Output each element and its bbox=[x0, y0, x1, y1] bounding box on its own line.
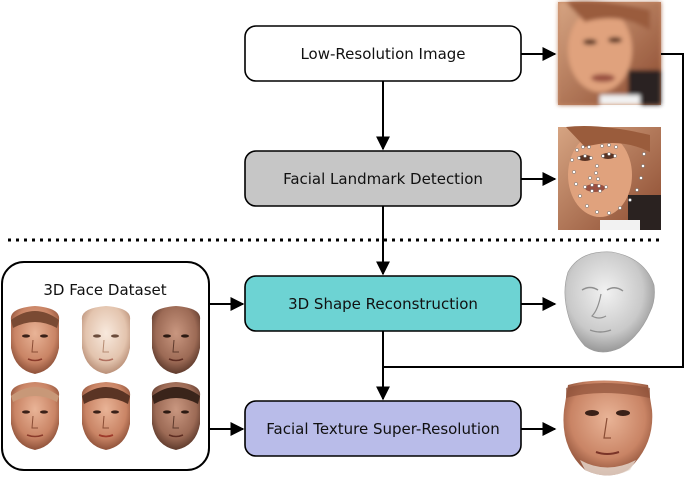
3d-face-mesh-icon bbox=[564, 251, 655, 353]
step-low-resolution-image: Low-Resolution Image bbox=[244, 25, 522, 82]
dataset-title: 3D Face Dataset bbox=[43, 281, 166, 299]
step-landmark-label: Facial Landmark Detection bbox=[283, 170, 483, 188]
step-facial-landmark-detection: Facial Landmark Detection bbox=[244, 150, 522, 207]
step-3d-shape-reconstruction: 3D Shape Reconstruction bbox=[244, 275, 522, 332]
step-facial-texture-super-resolution: Facial Texture Super-Resolution bbox=[244, 400, 522, 457]
dataset-face-scan-icon bbox=[151, 306, 201, 374]
step-shape-label: 3D Shape Reconstruction bbox=[288, 295, 478, 313]
step-low-resolution-label: Low-Resolution Image bbox=[300, 45, 465, 63]
step-texture-label: Facial Texture Super-Resolution bbox=[266, 420, 499, 438]
landmarked-face-photo-icon bbox=[558, 126, 661, 230]
dataset-face-scan-icon bbox=[10, 306, 60, 374]
textured-3d-face-icon bbox=[563, 380, 653, 476]
dataset-face-scan-icon bbox=[81, 306, 131, 374]
dataset-face-scan-icon bbox=[151, 382, 201, 450]
feedback-line-lowres-to-texture bbox=[384, 53, 684, 368]
dataset-face-scan-icon bbox=[10, 382, 60, 450]
face-dataset-panel: 3D Face Dataset bbox=[1, 261, 210, 471]
low-resolution-face-photo-icon bbox=[558, 1, 661, 105]
dataset-face-scan-icon bbox=[81, 382, 131, 450]
